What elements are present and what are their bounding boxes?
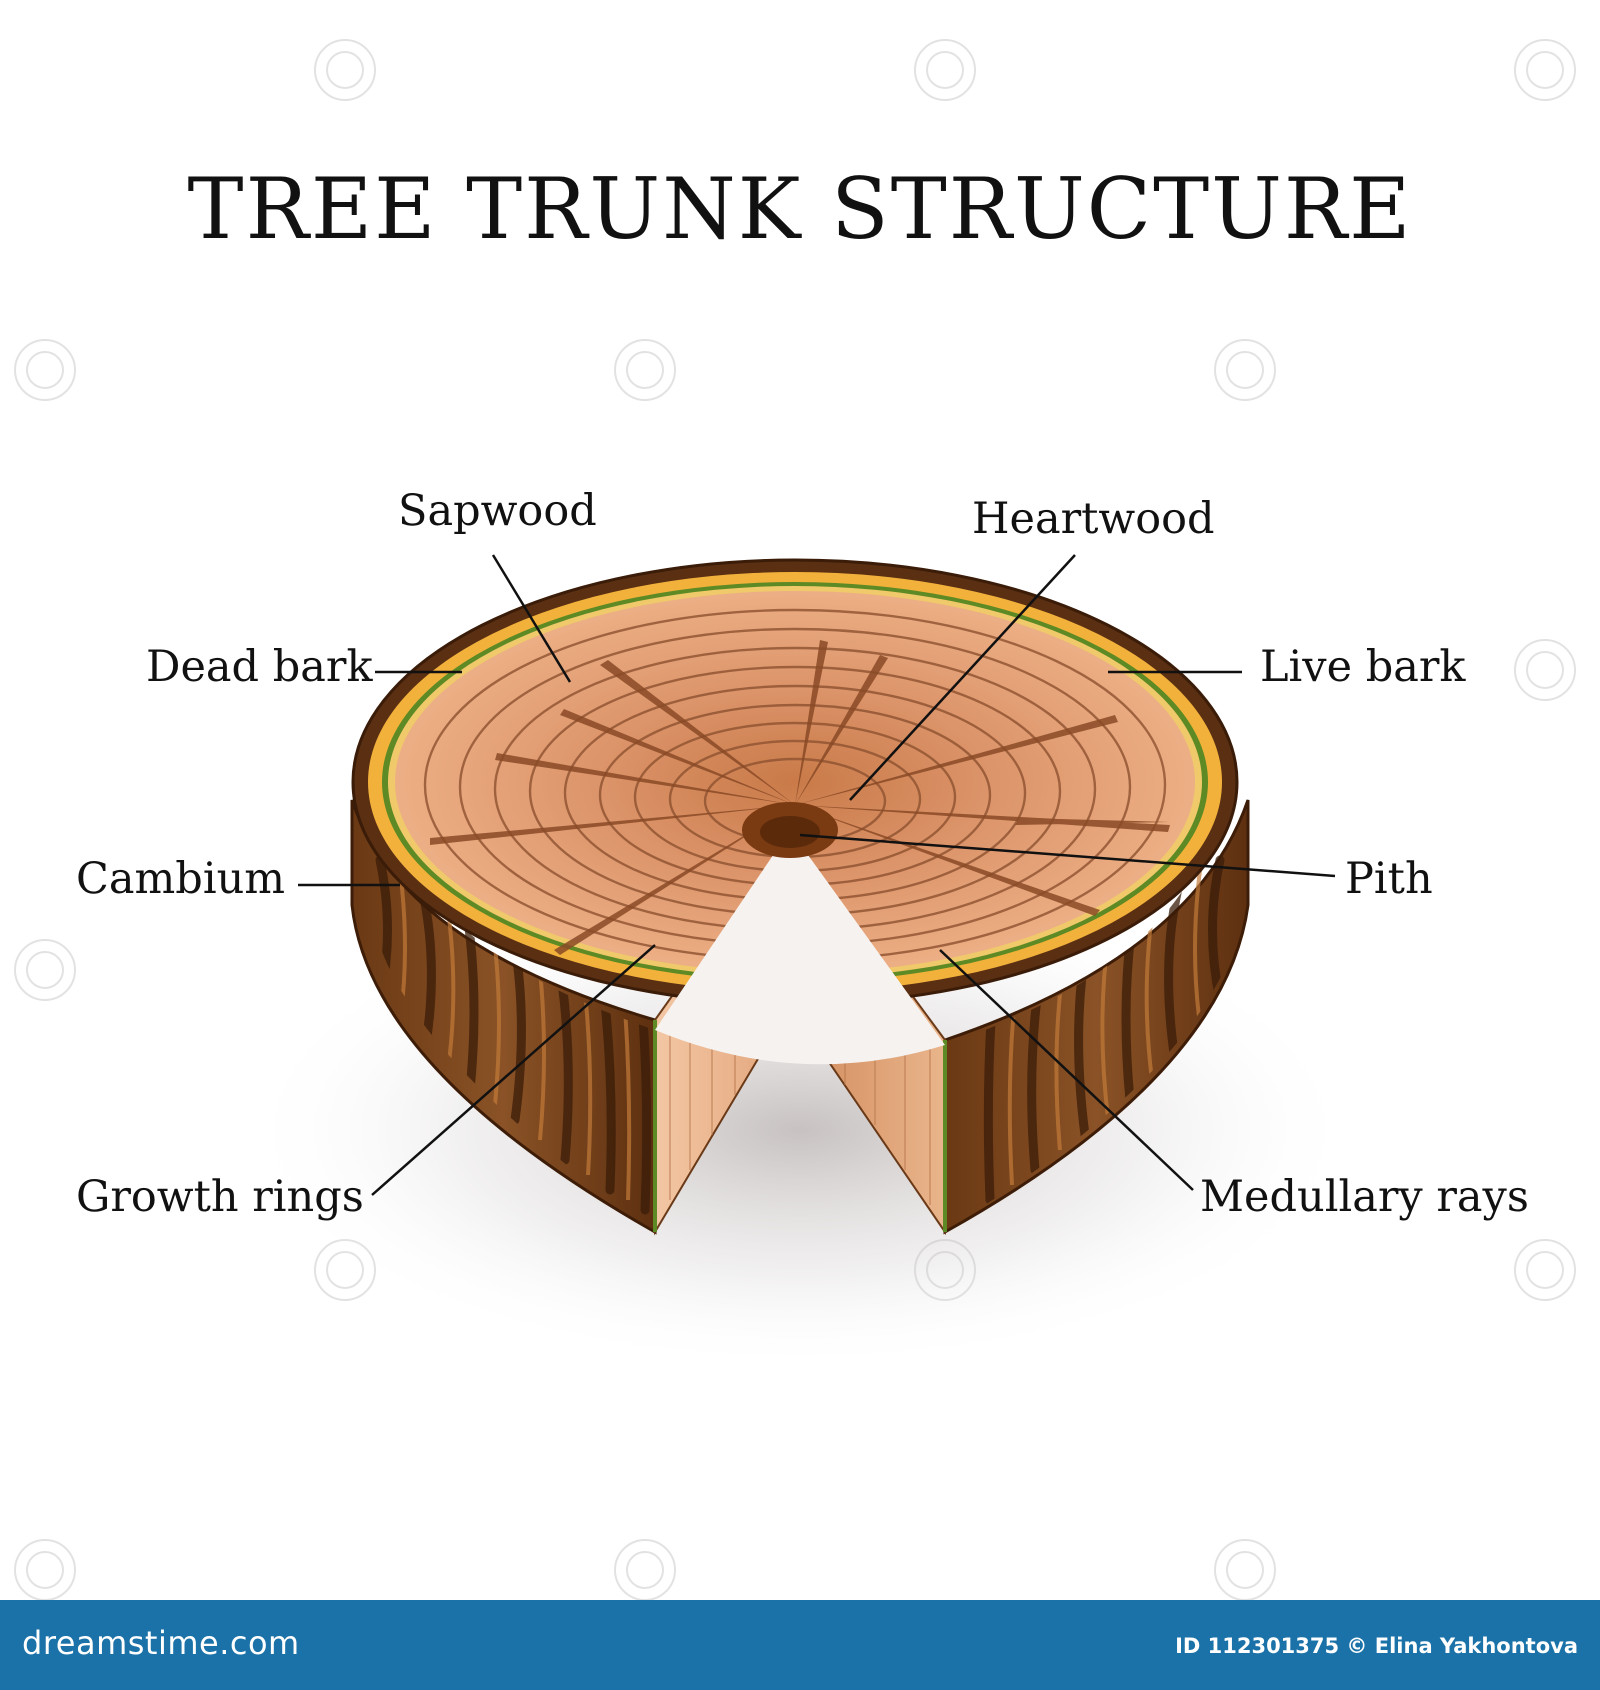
leader-growth-rings <box>371 944 656 1196</box>
watermark-swirls <box>14 39 1576 1600</box>
label-heartwood: Heartwood <box>972 494 1215 544</box>
footer-bar: dreamstime.com ID 112301375 © Elina Yakh… <box>0 1600 1600 1690</box>
diagram-title: TREE TRUNK STRUCTURE <box>187 160 1413 258</box>
label-dead-bark: Dead bark <box>146 642 373 692</box>
label-sapwood: Sapwood <box>398 486 597 536</box>
footer-logo[interactable]: dreamstime.com <box>22 1624 300 1662</box>
tree-trunk-illustration <box>14 39 1576 1600</box>
label-medullary-rays: Medullary rays <box>1200 1172 1529 1222</box>
label-cambium: Cambium <box>76 854 286 904</box>
leader-pith <box>799 833 1336 878</box>
label-pith: Pith <box>1345 854 1433 904</box>
label-live-bark: Live bark <box>1260 642 1466 692</box>
footer-credit: ID 112301375 © Elina Yakhontova <box>1175 1634 1578 1658</box>
trunk-top-face <box>351 558 1239 1065</box>
label-growth-rings: Growth rings <box>76 1172 364 1222</box>
leader-medullary-rays <box>939 949 1194 1191</box>
leader-lines <box>298 554 1336 1196</box>
medullary-ray-marks <box>430 640 1170 955</box>
leader-sapwood <box>491 554 572 683</box>
leader-heartwood <box>849 554 1076 801</box>
